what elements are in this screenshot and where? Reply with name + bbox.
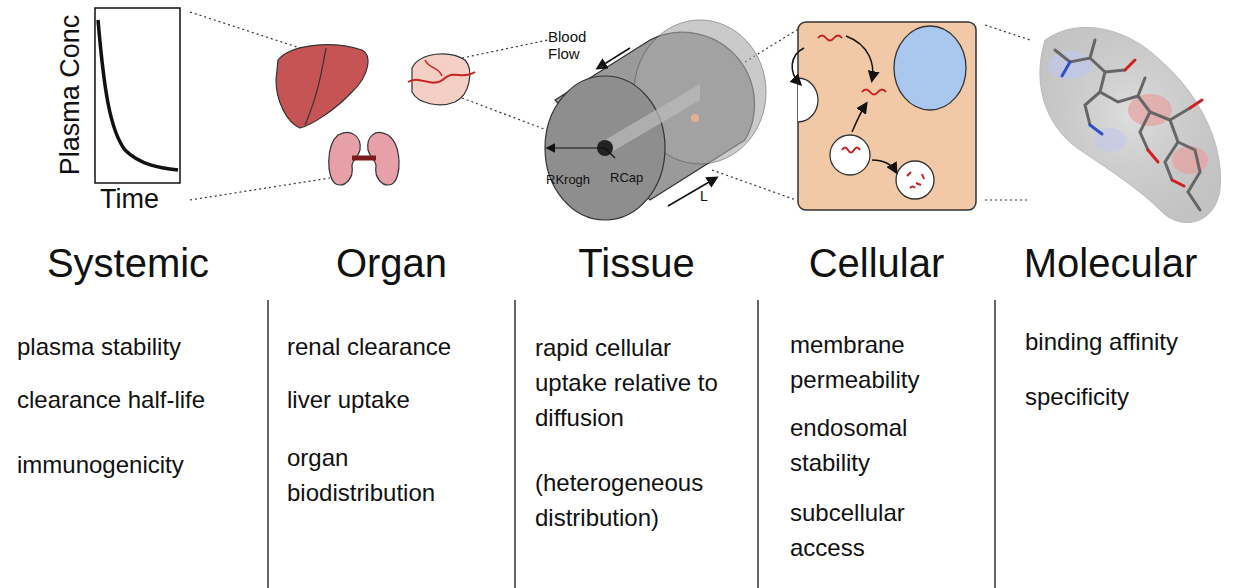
list-item: plasma stability: [17, 330, 262, 364]
column-heading: Cellular: [758, 240, 995, 286]
column-heading: Systemic: [3, 240, 253, 286]
column-heading: Tissue: [515, 240, 758, 286]
list-item: renal clearance: [287, 330, 512, 364]
dimension-label: RCap: [610, 170, 660, 185]
axis-label: Plasma Conc: [55, 0, 85, 200]
column-heading: Organ: [268, 240, 515, 286]
list-item: organ biodistribution: [287, 440, 492, 510]
dimension-label: L: [700, 188, 720, 204]
flow-label: Blood Flow: [548, 28, 618, 62]
list-item: rapid cellular uptake relative to diffus…: [535, 330, 740, 435]
cell: [792, 22, 976, 210]
molecule: [1040, 27, 1221, 222]
list-item: endosomal stability: [790, 410, 970, 480]
list-item: liver uptake: [287, 383, 512, 417]
list-item: membrane permeability: [790, 327, 970, 397]
column-separator: [268, 300, 995, 588]
axis-label: Time: [100, 184, 190, 214]
liver: [276, 45, 368, 128]
column-heading: Molecular: [991, 240, 1230, 286]
pk-plot: [95, 8, 180, 183]
list-item: subcellular access: [790, 495, 970, 565]
list-item: binding affinity: [1025, 325, 1230, 359]
kidneys: [329, 132, 399, 184]
list-item: immunogenicity: [17, 448, 262, 482]
list-item: clearance half-life: [17, 383, 262, 417]
list-item: specificity: [1025, 380, 1230, 414]
list-item: (heterogeneous distribution): [535, 465, 750, 535]
tissue-patch: [408, 54, 475, 105]
krogh-cylinder: [545, 20, 766, 220]
dimension-label: RKrogh: [546, 172, 616, 187]
